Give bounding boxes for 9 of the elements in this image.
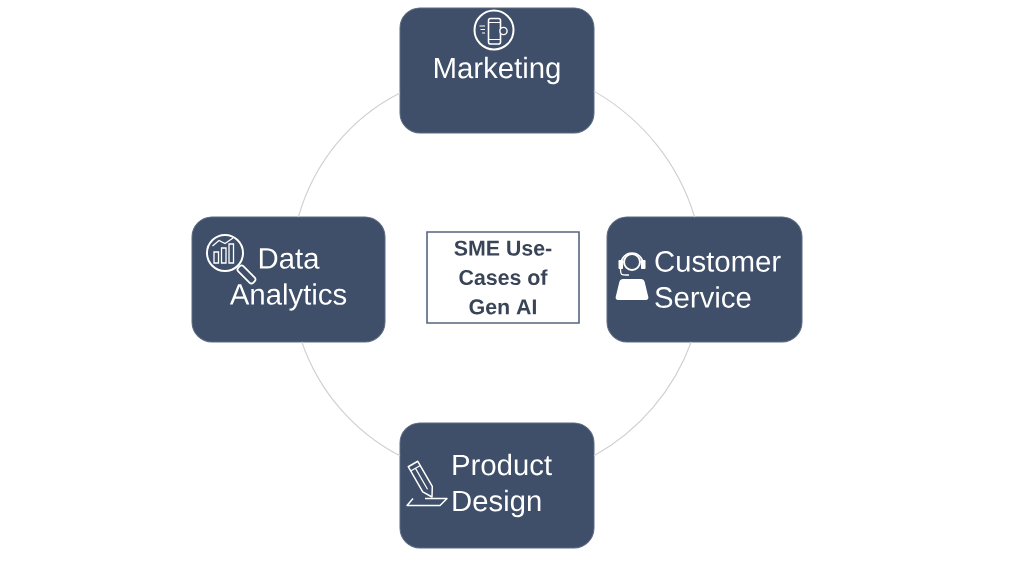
rounded-box: Data Analytics (191, 216, 386, 343)
arc-connector (297, 92, 401, 218)
arc-connector (301, 341, 401, 457)
rounded-box: Marketing (399, 7, 595, 134)
arc-connector (593, 341, 692, 457)
topic-box: SME Use- Cases of Gen AI (426, 231, 580, 324)
arc-connector (593, 90, 696, 218)
rounded-box: Customer Service (606, 216, 803, 343)
rounded-box: Product Design (399, 422, 595, 549)
